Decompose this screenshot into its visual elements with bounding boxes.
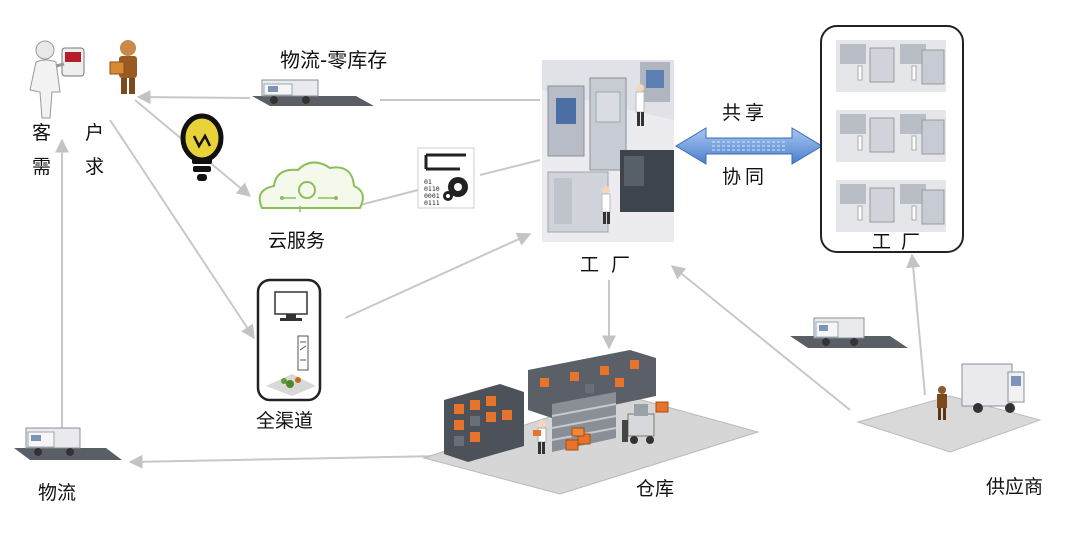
connector-arrows bbox=[55, 90, 926, 469]
customer-label-line1: 客 户 bbox=[32, 122, 119, 144]
supplier-worker-figure bbox=[937, 386, 947, 420]
warehouse-worker-figure bbox=[533, 420, 547, 454]
line-data-icon-to-factory bbox=[479, 159, 541, 176]
warehouse-illustration bbox=[422, 350, 760, 495]
supplier-truck bbox=[961, 363, 1025, 413]
partner-factory-line-3 bbox=[836, 180, 946, 232]
warehouse-back-rack bbox=[528, 350, 656, 418]
forklift bbox=[622, 404, 655, 444]
customer-figures bbox=[29, 40, 137, 119]
warehouse-left-rack bbox=[444, 384, 524, 462]
arrow-supplier-to-factory bbox=[670, 265, 851, 411]
share-label: 共享 bbox=[722, 102, 769, 124]
delivery-person-figure bbox=[109, 40, 137, 94]
svg-text:0110: 0110 bbox=[424, 185, 440, 193]
logistics-inventory-label: 物流-零库存 bbox=[280, 48, 388, 72]
main-factory-label: 工厂 bbox=[580, 254, 643, 276]
cloud-service-label: 云服务 bbox=[268, 230, 326, 252]
svg-text:01: 01 bbox=[424, 178, 432, 186]
partner-factory-line-1 bbox=[836, 40, 946, 92]
partner-factory-panel bbox=[820, 25, 964, 253]
supplier-platform bbox=[856, 363, 1042, 453]
warehouse-boxes bbox=[565, 401, 669, 451]
truck-logistics-inventory bbox=[252, 79, 374, 106]
line-cloud-to-data-icon bbox=[359, 189, 419, 206]
omnichannel-device-icon bbox=[256, 278, 322, 402]
partner-factory-label: 工厂 bbox=[872, 231, 931, 253]
lightbulb-icon bbox=[180, 113, 224, 181]
logistics-label: 物流 bbox=[38, 482, 77, 504]
warehouse-label: 仓库 bbox=[636, 478, 675, 500]
warehouse-middle-shelf bbox=[551, 392, 617, 452]
share-collaborate-double-arrow bbox=[675, 127, 823, 165]
collaborate-label: 协同 bbox=[722, 166, 769, 188]
arrow-supplier-to-partner-factory bbox=[906, 253, 926, 396]
data-gear-icon: 01 0110 0001 0111 bbox=[417, 147, 475, 209]
svg-text:0111: 0111 bbox=[424, 199, 440, 207]
customer-person-figure bbox=[29, 40, 85, 119]
arrow-omnichannel-to-factory bbox=[344, 232, 532, 319]
cloud-service-icon bbox=[258, 161, 364, 212]
truck-supplier-route bbox=[790, 317, 908, 348]
svg-text:0001: 0001 bbox=[424, 192, 440, 200]
arrow-warehouse-to-logistics bbox=[128, 454, 441, 469]
omnichannel-label: 全渠道 bbox=[256, 410, 314, 432]
supplier-label: 供应商 bbox=[986, 476, 1044, 498]
truck-logistics bbox=[14, 427, 122, 460]
arrow-logistics-to-customer bbox=[136, 90, 251, 105]
main-factory-illustration bbox=[542, 60, 674, 242]
customer-label-line2: 需 求 bbox=[32, 156, 119, 178]
arrow-customer-to-omnichannel bbox=[109, 119, 255, 340]
partner-factory-line-2 bbox=[836, 110, 946, 162]
